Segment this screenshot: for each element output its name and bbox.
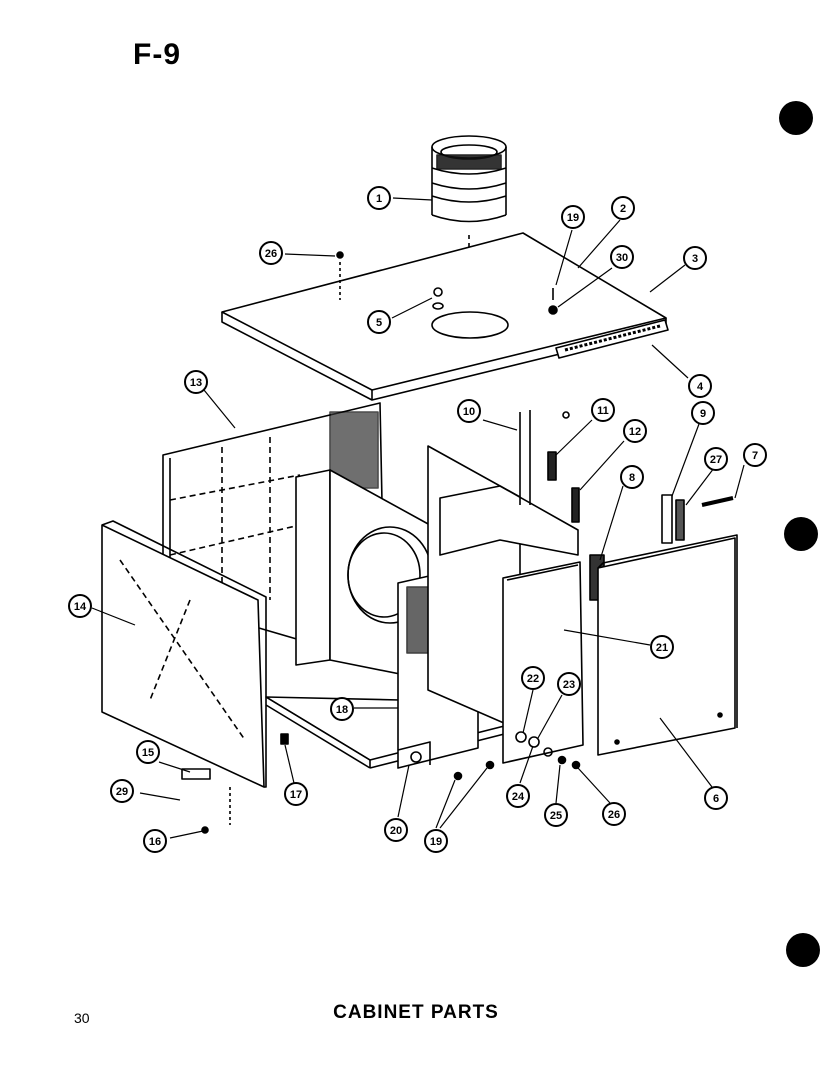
svg-text:26: 26 — [608, 809, 620, 821]
svg-text:19: 19 — [567, 212, 579, 224]
svg-text:23: 23 — [563, 679, 575, 691]
callout-10: 10 — [457, 399, 481, 423]
binder-hole — [779, 101, 813, 135]
callout-6: 6 — [704, 786, 728, 810]
callout-18: 18 — [330, 697, 354, 721]
svg-text:18: 18 — [336, 704, 348, 716]
callout-7: 7 — [743, 443, 767, 467]
callout-3: 3 — [683, 246, 707, 270]
collar-part — [431, 135, 507, 290]
svg-text:3: 3 — [692, 253, 698, 265]
svg-text:11: 11 — [597, 405, 609, 417]
callout-bubbles: 1 2 3 4 5 6 7 8 9 10 11 12 13 14 15 16 1… — [68, 186, 767, 853]
svg-text:26: 26 — [265, 248, 277, 260]
figure-id: F-9 — [133, 38, 181, 71]
svg-text:20: 20 — [390, 825, 402, 837]
callout-19b: 19 — [561, 205, 585, 229]
callout-12: 12 — [623, 419, 647, 443]
svg-text:1: 1 — [376, 193, 382, 205]
callout-26: 26 — [602, 802, 626, 826]
svg-text:21: 21 — [656, 642, 668, 654]
callout-19: 19 — [424, 829, 448, 853]
callout-2: 2 — [611, 196, 635, 220]
callout-24: 24 — [506, 784, 530, 808]
callout-27: 27 — [704, 447, 728, 471]
svg-text:27: 27 — [710, 454, 722, 466]
svg-text:17: 17 — [290, 789, 302, 801]
svg-text:29: 29 — [116, 786, 128, 798]
svg-text:25: 25 — [550, 810, 562, 822]
svg-text:13: 13 — [190, 377, 202, 389]
callout-4: 4 — [688, 374, 712, 398]
callout-1: 1 — [367, 186, 391, 210]
svg-text:19: 19 — [430, 836, 442, 848]
svg-text:24: 24 — [512, 791, 525, 803]
callout-21: 21 — [650, 635, 674, 659]
callout-20: 20 — [384, 818, 408, 842]
svg-text:14: 14 — [74, 601, 87, 613]
callout-26b: 26 — [259, 241, 283, 265]
svg-text:30: 30 — [616, 252, 628, 264]
partition-frame — [427, 410, 580, 731]
svg-text:6: 6 — [713, 793, 719, 805]
hardware — [181, 731, 581, 834]
svg-text:4: 4 — [697, 381, 704, 393]
svg-text:22: 22 — [527, 673, 539, 685]
page-number: 30 — [74, 1010, 90, 1026]
page-title: CABINET PARTS — [333, 1002, 499, 1023]
left-side-panel — [101, 520, 267, 788]
svg-text:10: 10 — [463, 406, 475, 418]
callout-14: 14 — [68, 594, 92, 618]
callout-8: 8 — [620, 465, 644, 489]
center-panel — [502, 561, 584, 764]
callout-11: 11 — [591, 398, 615, 422]
svg-text:2: 2 — [620, 203, 626, 215]
callout-16: 16 — [143, 829, 167, 853]
svg-text:8: 8 — [629, 472, 635, 484]
svg-text:16: 16 — [149, 836, 161, 848]
svg-text:12: 12 — [629, 426, 641, 438]
callout-23: 23 — [557, 672, 581, 696]
binder-hole — [786, 933, 820, 967]
callout-9: 9 — [691, 401, 715, 425]
callout-30: 30 — [610, 245, 634, 269]
top-panel — [221, 232, 667, 401]
callout-22: 22 — [521, 666, 545, 690]
callout-29: 29 — [110, 779, 134, 803]
svg-text:5: 5 — [376, 317, 382, 329]
callout-15: 15 — [136, 740, 160, 764]
callout-13: 13 — [184, 370, 208, 394]
svg-text:7: 7 — [752, 450, 758, 462]
binder-hole — [784, 517, 818, 551]
svg-text:9: 9 — [700, 408, 706, 420]
callout-5: 5 — [367, 310, 391, 334]
callout-25: 25 — [544, 803, 568, 827]
rail-part — [555, 319, 669, 359]
svg-text:15: 15 — [142, 747, 154, 759]
leader-lines — [91, 197, 745, 839]
callout-17: 17 — [284, 782, 308, 806]
